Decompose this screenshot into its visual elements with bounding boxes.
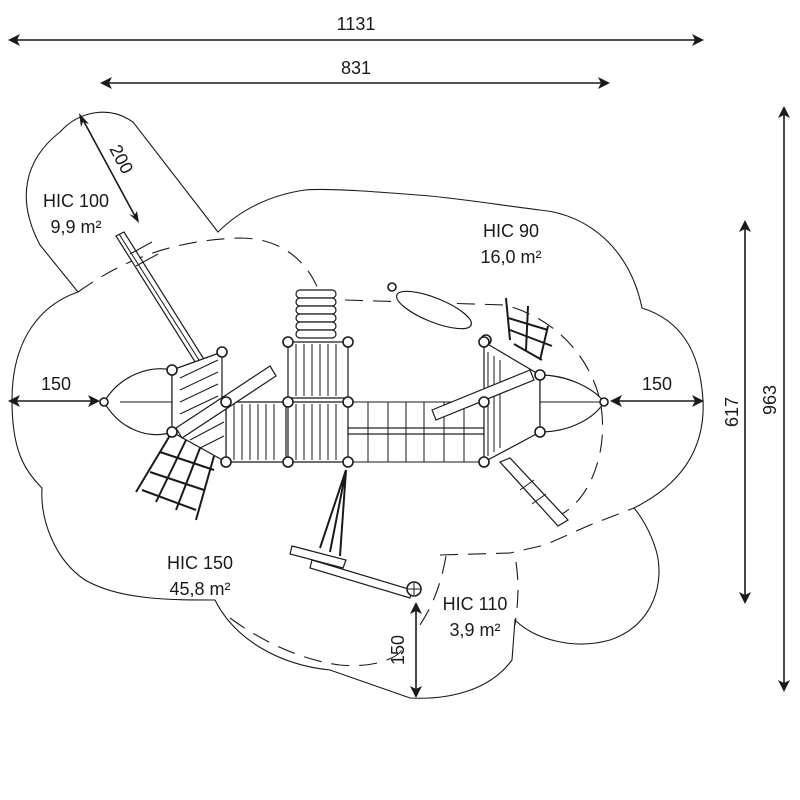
balance-beams xyxy=(175,365,535,599)
dimension-overall-width: 1131 xyxy=(8,14,704,46)
posts xyxy=(166,336,546,468)
zone-label-hic150: HIC 150 45,8 m² xyxy=(167,553,233,599)
dimension-label-structure-depth: 617 xyxy=(722,397,742,427)
boat-swing xyxy=(387,282,492,346)
dimension-structure-width: 831 xyxy=(100,58,610,89)
dimension-structure-depth: 617 xyxy=(722,220,751,604)
deck-platform-upper xyxy=(287,341,349,399)
ship-bow-right xyxy=(483,340,609,464)
outer-safety-boundary xyxy=(11,111,704,699)
dimension-label-overall-depth: 963 xyxy=(760,385,780,415)
dimension-left-clearance: 150 xyxy=(8,374,100,407)
dashed-zone-hic110 xyxy=(439,507,635,556)
dimension-overall-depth: 963 xyxy=(760,106,790,692)
slide-right xyxy=(498,457,569,527)
dimension-right-clearance: 150 xyxy=(610,374,704,407)
zone-hic-value: HIC 90 xyxy=(483,221,539,241)
ship-bow-left xyxy=(99,351,223,436)
safety-zone-outline xyxy=(11,111,704,699)
deck-platform-lower-center xyxy=(287,401,349,463)
dimension-label-bottom-clearance: 150 xyxy=(388,635,408,665)
spiral-ladder xyxy=(295,289,337,339)
dashed-zone-hic150 xyxy=(77,237,323,301)
post xyxy=(599,397,609,407)
dashed-zone-bottom xyxy=(229,617,403,667)
rope-bridge xyxy=(347,401,485,463)
dimension-label-left-clearance: 150 xyxy=(41,374,71,394)
post xyxy=(99,397,109,407)
steering-wheel xyxy=(406,581,422,597)
zone-hic-value: HIC 150 xyxy=(167,553,233,573)
climbing-net-left xyxy=(135,431,215,521)
dimension-label-right-clearance: 150 xyxy=(642,374,672,394)
dashed-zone-hic90-top xyxy=(344,299,604,516)
dashed-zone-hic110-right xyxy=(514,561,519,626)
zone-label-hic110: HIC 110 3,9 m² xyxy=(443,594,508,640)
dimension-label-overall-width: 1131 xyxy=(337,14,376,34)
zone-area-value: 9,9 m² xyxy=(50,217,101,237)
zone-division-lines xyxy=(77,237,635,667)
zone-area-value: 45,8 m² xyxy=(169,579,230,599)
dimension-label-structure-width: 831 xyxy=(341,58,371,78)
play-structure xyxy=(99,231,609,599)
rope-climber xyxy=(319,469,347,557)
dashed-zone-hic110-left xyxy=(417,555,447,629)
dimension-bottom-clearance: 150 xyxy=(388,602,422,698)
zone-hic-value: HIC 100 xyxy=(43,191,109,211)
zone-area-value: 3,9 m² xyxy=(449,620,500,640)
zone-area-value: 16,0 m² xyxy=(480,247,541,267)
zone-label-hic100: HIC 100 9,9 m² xyxy=(43,191,109,237)
climbing-net-right xyxy=(505,297,553,361)
zone-hic-value: HIC 110 xyxy=(443,594,508,614)
zone-label-hic90: HIC 90 16,0 m² xyxy=(480,221,541,267)
